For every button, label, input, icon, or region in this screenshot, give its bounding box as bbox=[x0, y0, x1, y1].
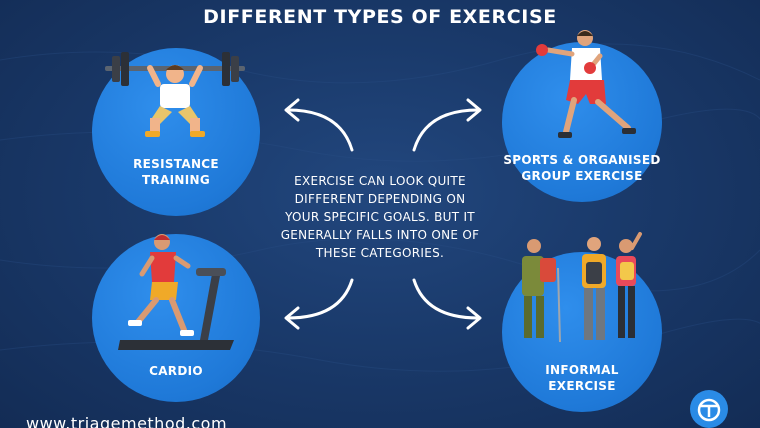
center-description: EXERCISE CAN LOOK QUITE DIFFERENT DEPEND… bbox=[280, 174, 480, 260]
arrow-to-cardio-icon bbox=[284, 278, 354, 330]
category-label-line: INFORMAL bbox=[545, 363, 619, 377]
category-label-line: GROUP EXERCISE bbox=[521, 169, 643, 183]
category-label-line: EXERCISE bbox=[548, 379, 616, 393]
arrow-to-resistance-icon bbox=[284, 98, 354, 152]
weightlifter-squat-icon bbox=[105, 52, 245, 137]
category-label-informal: INFORMAL EXERCISE bbox=[502, 362, 662, 394]
category-label-line: TRAINING bbox=[142, 173, 210, 187]
triage-method-logo-icon bbox=[690, 390, 728, 428]
treadmill-runner-icon bbox=[118, 234, 234, 350]
category-label-resistance: RESISTANCE TRAINING bbox=[92, 156, 260, 188]
hikers-icon bbox=[522, 232, 642, 343]
arrow-to-informal-icon bbox=[412, 278, 482, 330]
boxer-icon bbox=[536, 30, 636, 138]
category-label-line: SPORTS & ORGANISED bbox=[503, 153, 661, 167]
footer-url[interactable]: www.triagemethod.com bbox=[26, 414, 228, 428]
category-label-line: CARDIO bbox=[149, 364, 203, 378]
category-label-line: RESISTANCE bbox=[133, 157, 219, 171]
arrow-to-sports-icon bbox=[412, 98, 482, 152]
category-label-sports: SPORTS & ORGANISED GROUP EXERCISE bbox=[502, 152, 662, 184]
category-label-cardio: CARDIO bbox=[92, 363, 260, 379]
page-title: DIFFERENT TYPES OF EXERCISE bbox=[203, 6, 557, 28]
